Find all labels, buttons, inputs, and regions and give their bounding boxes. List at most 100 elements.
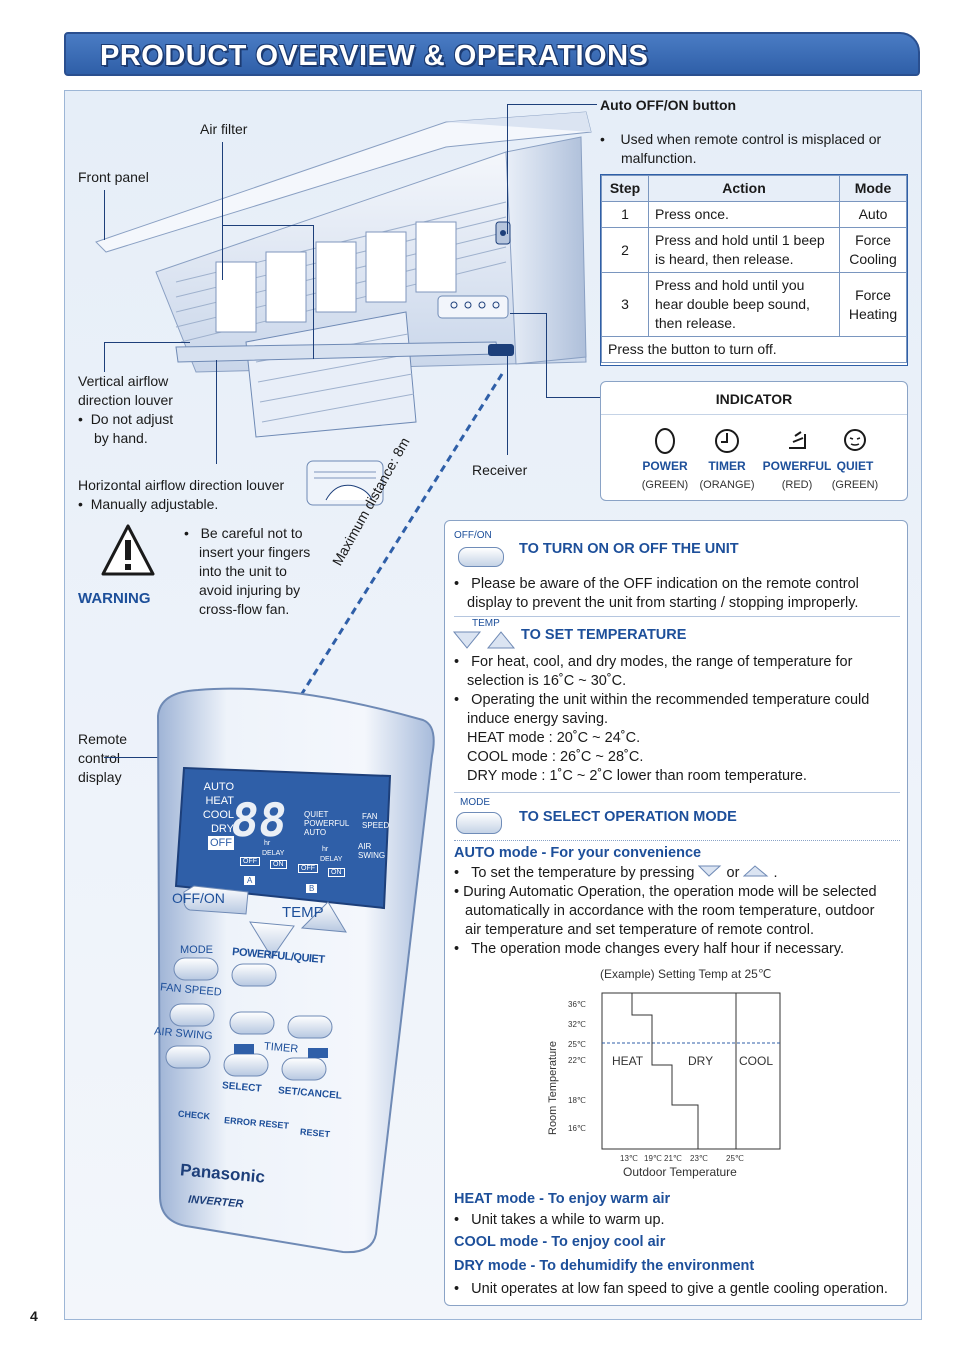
heat-dry-boundary [631, 993, 699, 1149]
remote-lcd-modes: AUTO HEAT COOL DRY OFF [202, 781, 234, 850]
indicator-title: INDICATOR [715, 391, 793, 407]
chart-xlabel: Outdoor Temperature [623, 1165, 737, 1179]
leader-horizontal-louver [216, 360, 217, 464]
remote-powerful-quiet-button[interactable] [232, 964, 276, 986]
remote-lcd-off-a: OFF [240, 857, 260, 866]
indoor-unit-illustration [95, 111, 592, 438]
powerful-icon [789, 431, 806, 449]
table-row: Press the button to turn off. [601, 336, 907, 363]
remote-timer-b-button[interactable] [288, 1016, 332, 1038]
vertical-louver-label: Vertical airflow direction louver • Do n… [78, 373, 174, 446]
temp-caption: TEMP [472, 618, 500, 629]
leader-auto-button-v [507, 104, 508, 234]
remote-lcd-delay-b: DELAY [320, 856, 343, 863]
leader-vertical-louver [104, 342, 190, 343]
leader-vertical-louver-v [104, 342, 105, 372]
leader-indicator-h [546, 397, 602, 398]
remote-fanspeed-button[interactable] [170, 1004, 214, 1026]
remote-temp-label: TEMP [282, 904, 324, 921]
y-tick-label: 25℃ [568, 1040, 586, 1049]
remote-mode-button[interactable] [174, 958, 218, 980]
divider [454, 792, 900, 793]
x-tick-label: 25℃ [726, 1154, 744, 1163]
remote-temp-up-button[interactable] [302, 900, 348, 936]
remote-lcd-fan: FAN SPEED [362, 812, 390, 830]
remote-offon-button[interactable] [184, 892, 230, 914]
remote-lcd-off-b: OFF [298, 864, 318, 873]
operations-panel [444, 520, 908, 1306]
remote-lcd-hr-b: hr [322, 846, 329, 853]
dry-mode-title: DRY mode - To dehumidify the environment [454, 1258, 755, 1274]
table-row: 2 Press and hold until 1 beep is heard, … [601, 227, 907, 273]
y-tick-label: 36℃ [568, 1000, 586, 1009]
leader-indicator-v [546, 313, 547, 397]
air-filter-label: Air filter [200, 121, 248, 137]
horizontal-louver-label: Horizontal airflow direction louver • Ma… [78, 477, 285, 512]
y-tick-label: 16℃ [568, 1124, 586, 1133]
region-label-heat: HEAT [612, 1054, 644, 1068]
chart-title: (Example) Setting Temp at 25℃ [600, 967, 772, 981]
remote-lcd-right: QUIET POWERFUL AUTO [304, 810, 350, 837]
auto-mode-title: AUTO mode - For your convenience [454, 845, 702, 861]
chart-frame [601, 992, 781, 1150]
table-row: 3 Press and hold until you hear double b… [601, 272, 907, 337]
divider [454, 840, 900, 841]
y-tick-label: 32℃ [568, 1020, 586, 1029]
leader-air-filter-2 [313, 225, 314, 359]
onoff-button-icon [458, 547, 504, 567]
x-tick-label: 21℃ [664, 1154, 682, 1163]
indicator-quiet: QUIET (GREEN) [827, 426, 883, 491]
auto-button-title: Auto OFF/ON button [600, 97, 737, 113]
mode-title: TO SELECT OPERATION MODE [519, 809, 737, 825]
x-tick-label: 13℃ [620, 1154, 638, 1163]
indicator-power: POWER (GREEN) [637, 426, 693, 491]
svg-text:88: 88 [227, 793, 290, 847]
region-label-dry: DRY [688, 1054, 713, 1068]
leader-air-filter [222, 142, 223, 280]
th-step: Step [601, 175, 649, 202]
title-banner: PRODUCT OVERVIEW & OPERATIONS [64, 32, 920, 76]
indicator-timer: TIMER (ORANGE) [699, 426, 755, 491]
remote-mode-label: MODE [180, 944, 213, 956]
remote-timer-a-button[interactable] [230, 1012, 274, 1034]
remote-airswing-button[interactable] [166, 1046, 210, 1068]
timer-icon [715, 429, 739, 453]
page-title: PRODUCT OVERVIEW & OPERATIONS [100, 40, 649, 72]
quiet-icon [844, 429, 866, 451]
remote-lcd-a: A [244, 876, 256, 885]
onoff-title: TO TURN ON OR OFF THE UNIT [519, 541, 739, 557]
y-tick-label: 22℃ [568, 1056, 586, 1065]
remote-offon-label: OFF/ON [172, 890, 225, 906]
remote-display-label: Remote control display [78, 731, 128, 785]
indicator-panel: INDICATOR POWER (GREEN) TIMER (ORANGE) P… [600, 381, 908, 501]
heat-mode-text: • Unit takes a while to warm up. [454, 1212, 665, 1228]
divider [454, 616, 900, 617]
chart-ylabel: Room Temperature [547, 1041, 559, 1135]
remote-select-button[interactable] [224, 1054, 268, 1076]
front-panel-label: Front panel [78, 169, 149, 185]
leader-air-filter-h [222, 225, 314, 226]
region-label-cool: COOL [739, 1054, 773, 1068]
remote-lcd-b: B [306, 884, 318, 893]
remote-lcd-hr-a: hr [264, 840, 271, 847]
page-number: 4 [30, 1308, 38, 1324]
x-tick-label: 19℃ [644, 1154, 662, 1163]
remote-setcancel-button[interactable] [282, 1058, 326, 1080]
mode-caption: MODE [460, 797, 490, 808]
power-icon [655, 428, 675, 454]
mode-button-icon [456, 812, 502, 834]
temp-title: TO SET TEMPERATURE [521, 627, 687, 643]
dry-mode-text: • Unit operates at low fan speed to give… [454, 1281, 888, 1297]
heat-mode-title: HEAT mode - To enjoy warm air [454, 1191, 671, 1207]
leader-auto-button [507, 104, 597, 105]
temp-text: • For heat, cool, and dry modes, the ran… [454, 654, 870, 784]
warning-label: WARNING [78, 590, 151, 607]
onoff-caption: OFF/ON [454, 530, 492, 541]
onoff-text: • Please be aware of the OFF indication … [454, 576, 859, 611]
leader-indicator [510, 313, 546, 314]
x-tick-label: 23℃ [690, 1154, 708, 1163]
indicator-powerful: POWERFUL (RED) [761, 426, 833, 491]
auto-mode-text: • To set the temperature by pressing or … [454, 865, 877, 957]
signal-path [296, 373, 504, 701]
